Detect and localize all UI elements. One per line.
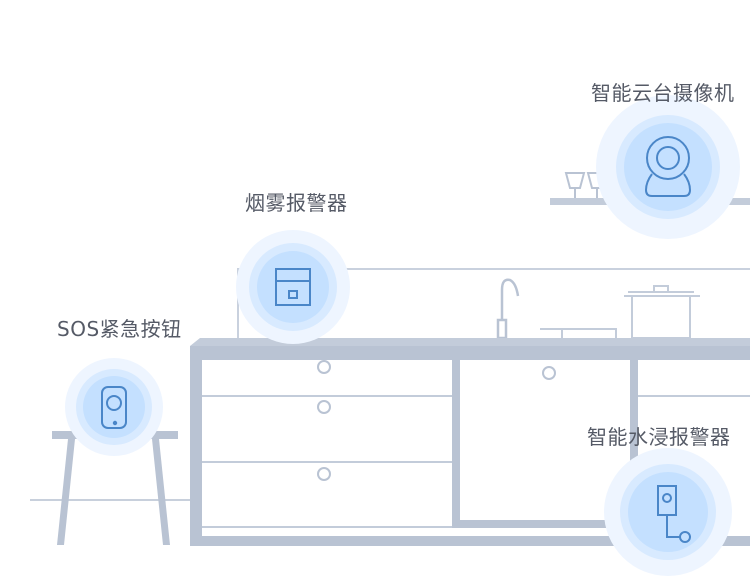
- faucet: [496, 278, 520, 340]
- water-sensor-icon: [657, 485, 691, 543]
- sos-button-icon: [101, 386, 127, 429]
- water-sensor-label: 智能水浸报警器: [587, 425, 731, 449]
- smoke-detector-device[interactable]: [236, 230, 350, 344]
- cabinet: [190, 360, 750, 546]
- camera-device[interactable]: [596, 95, 740, 239]
- smoke-detector-label: 烟雾报警器: [245, 191, 348, 215]
- smoke-detector-icon: [275, 268, 311, 306]
- camera-icon: [644, 136, 692, 197]
- countertop: [190, 338, 750, 360]
- cooking-pot: [624, 285, 700, 339]
- camera-label: 智能云台摄像机: [591, 81, 735, 105]
- tray: [540, 328, 617, 340]
- water-sensor-device[interactable]: [604, 448, 732, 576]
- sos-button-device[interactable]: [65, 358, 163, 456]
- sos-button-label: SOS紧急按钮: [57, 317, 182, 341]
